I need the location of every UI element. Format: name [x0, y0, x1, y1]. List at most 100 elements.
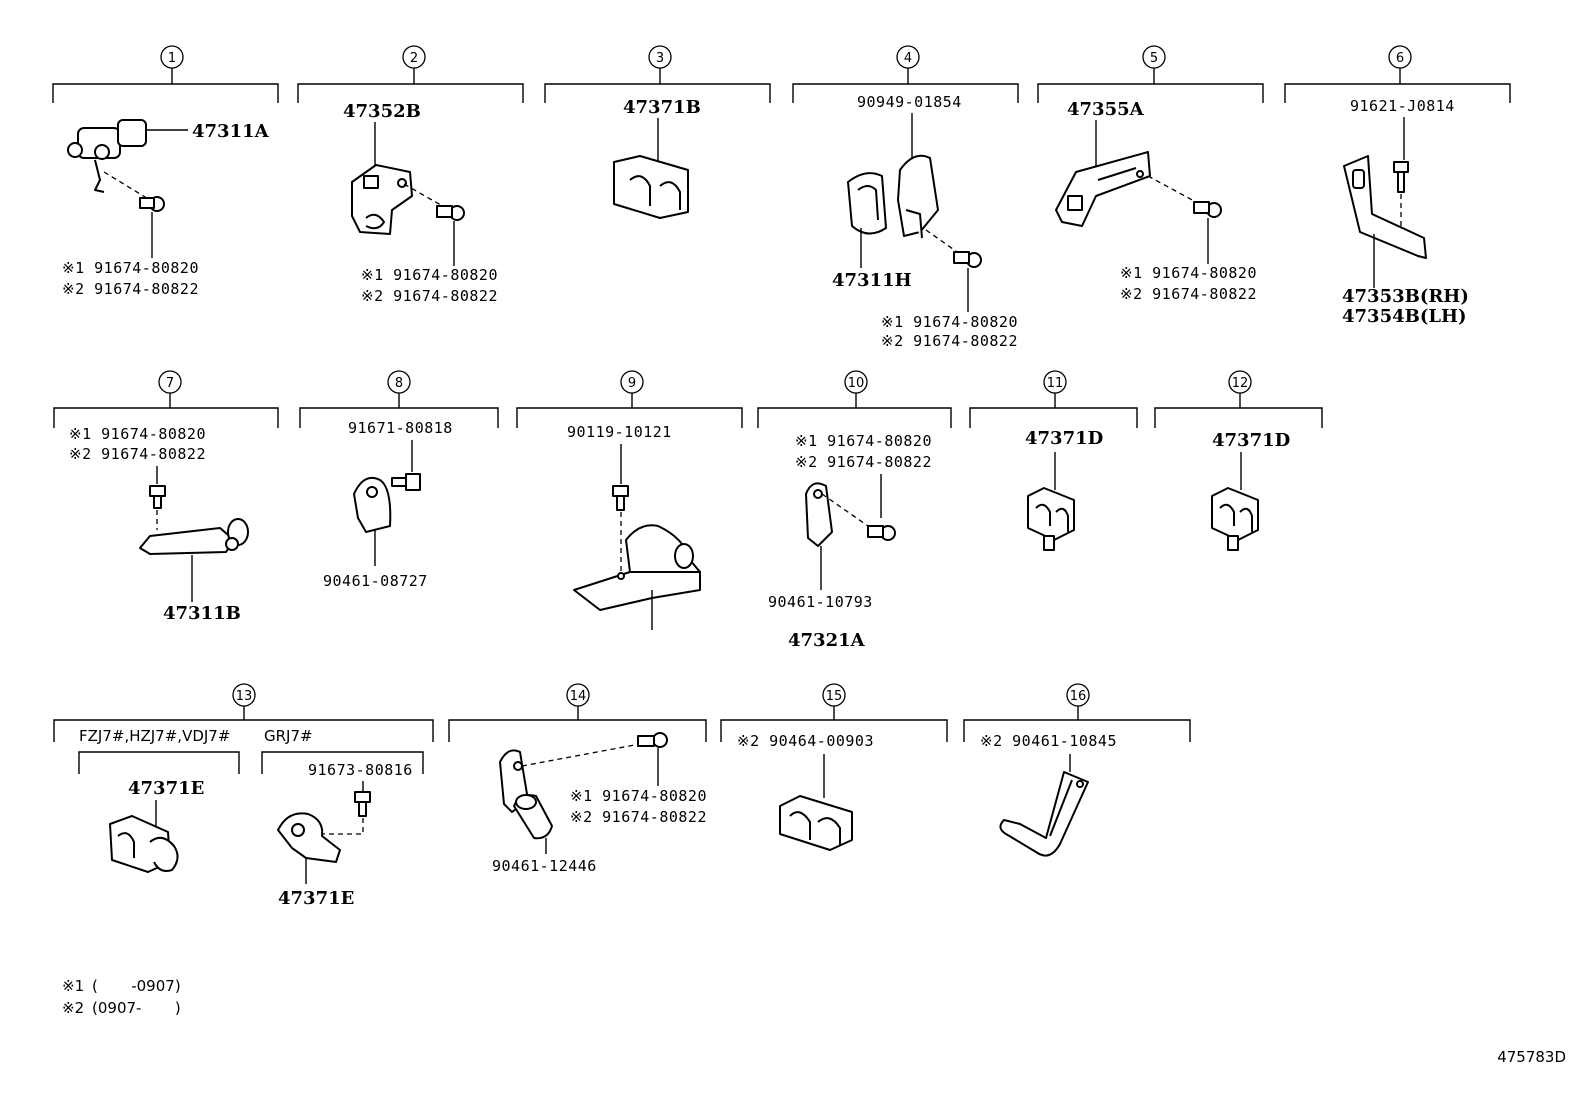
bolt-icon — [139, 196, 165, 212]
part-90461-08727-drawing — [353, 476, 392, 533]
part-label: 47321A — [788, 630, 866, 651]
part-label: ※1 91674-80820 — [795, 432, 932, 450]
part-47311A-drawing — [67, 119, 147, 193]
part-label: 90119-10121 — [567, 423, 672, 441]
part-label: ※2 90461-10845 — [980, 732, 1117, 750]
part-label: ※1 91674-80820 — [570, 787, 707, 805]
part-90461-10793-drawing — [805, 482, 833, 547]
sub-title: GRJ7# — [264, 727, 313, 745]
part-label: 47354B(LH) — [1342, 306, 1467, 327]
group-9: 9 90119-10121 — [516, 370, 743, 630]
group-number: 6 — [1396, 51, 1404, 66]
group-number: 5 — [1150, 51, 1158, 66]
part-90464-00903-drawing — [779, 795, 853, 851]
group-2: 2 47352B ※1 91674-80820 ※2 91674-80822 — [297, 45, 524, 305]
part-label: ※2 91674-80822 — [69, 445, 206, 463]
group-number: 8 — [395, 376, 403, 391]
part-label: 47352B — [343, 101, 421, 122]
part-label: ※2 91674-80822 — [570, 808, 707, 826]
group-6: 6 91621-J0814 47353B(RH) 47354B(LH) — [1284, 45, 1511, 327]
group-number: 13 — [236, 689, 253, 704]
group-number: 16 — [1070, 689, 1087, 704]
group-number: 12 — [1232, 376, 1249, 391]
part-label: 90461-10793 — [768, 593, 873, 611]
part-47311H-drawing — [847, 154, 939, 239]
part-label: 47311B — [163, 603, 241, 624]
part-label: ※2 90464-00903 — [737, 732, 874, 750]
group-number: 7 — [166, 376, 174, 391]
group-3: 3 47371B — [544, 45, 771, 219]
note-2-mark: ※2 — [62, 999, 84, 1017]
notes: ※1 ( -0907) ※2 (0907- ) — [62, 977, 181, 1017]
part-label: 90949-01854 — [857, 93, 962, 111]
part-47371E-bracket-drawing — [277, 812, 341, 863]
part-label: 90461-08727 — [323, 572, 428, 590]
bolt-icon — [354, 791, 371, 817]
group-11: 11 47371D — [969, 370, 1138, 551]
part-label: 47371E — [128, 778, 204, 799]
part-47311B-drawing — [139, 518, 249, 555]
part-label: 91673-80816 — [308, 761, 413, 779]
group-14: 14 ※1 91674-80820 ※2 91674-80822 90461-1… — [448, 683, 707, 875]
part-label: 47371E — [278, 888, 354, 909]
part-label: 47353B(RH) — [1342, 286, 1469, 307]
part-47371B-drawing — [613, 155, 689, 219]
part-label: 47371D — [1025, 428, 1103, 449]
group-7: 7 ※1 91674-80820 ※2 91674-80822 47311B — [53, 370, 279, 624]
part-47352B-drawing — [351, 164, 413, 235]
part-label: 91621-J0814 — [1350, 97, 1455, 115]
part-label: 47371D — [1212, 430, 1290, 451]
bolt-icon — [391, 473, 421, 491]
part-label: ※1 91674-80820 — [361, 266, 498, 284]
part-label: ※1 91674-80820 — [881, 313, 1018, 331]
bolt-icon — [436, 205, 465, 221]
part-90461-12446-drawing — [499, 749, 553, 840]
part-label: ※1 91674-80820 — [62, 259, 199, 277]
group-12: 12 47371D — [1154, 370, 1323, 551]
group-number: 10 — [848, 376, 865, 391]
part-47371D-drawing — [1027, 487, 1075, 551]
part-label: ※2 91674-80822 — [881, 332, 1018, 350]
group-16: 16 ※2 90461-10845 — [963, 683, 1191, 857]
bolt-icon — [867, 525, 896, 541]
group-number: 9 — [628, 376, 636, 391]
group-number: 1 — [168, 51, 176, 66]
bolt-icon — [149, 485, 166, 509]
group-number: 3 — [656, 51, 664, 66]
part-47371E-drawing — [109, 815, 179, 873]
part-47321A-drawing — [573, 524, 701, 611]
part-label: ※1 91674-80820 — [1120, 264, 1257, 282]
part-label: ※2 91674-80822 — [62, 280, 199, 298]
group-15: 15 ※2 90464-00903 — [720, 683, 948, 851]
part-label: 47371B — [623, 97, 701, 118]
part-label: 47311H — [832, 270, 912, 291]
part-90461-10845-drawing — [999, 771, 1089, 857]
part-47355A-drawing — [1055, 151, 1151, 227]
part-47353B-drawing — [1343, 155, 1427, 259]
group-4: 4 90949-01854 47311H ※1 91674-80820 ※2 9… — [792, 45, 1019, 350]
part-label: ※1 91674-80820 — [69, 425, 206, 443]
note-1-range: ( -0907) — [92, 977, 181, 995]
note-2-range: (0907- ) — [92, 999, 181, 1017]
part-label: 47355A — [1067, 99, 1145, 120]
note-1-mark: ※1 — [62, 977, 84, 995]
group-1: 1 47311A ※1 91674-80820 ※2 91674-80822 — [52, 45, 279, 298]
group-number: 11 — [1047, 376, 1064, 391]
diagram-code: 475783D — [1497, 1048, 1566, 1066]
group-13: 13 FZJ7#,HZJ7#,VDJ7# GRJ7# 47371E 91673-… — [53, 683, 434, 909]
part-label: ※2 91674-80822 — [361, 287, 498, 305]
part-label: 91671-80818 — [348, 419, 453, 437]
bolt-icon — [1393, 161, 1409, 193]
sub-title: FZJ7#,HZJ7#,VDJ7# — [79, 727, 230, 745]
bolt-icon — [637, 732, 668, 748]
part-label: 47311A — [192, 121, 270, 142]
group-10: 10 ※1 91674-80820 ※2 91674-80822 90461-1… — [757, 370, 952, 651]
group-number: 2 — [410, 51, 418, 66]
part-47371D-drawing — [1211, 487, 1259, 551]
part-label: 90461-12446 — [492, 857, 597, 875]
group-5: 5 47355A ※1 91674-80820 ※2 91674-80822 — [1037, 45, 1264, 303]
group-number: 15 — [826, 689, 843, 704]
part-label: ※2 91674-80822 — [1120, 285, 1257, 303]
bolt-icon — [612, 485, 629, 511]
